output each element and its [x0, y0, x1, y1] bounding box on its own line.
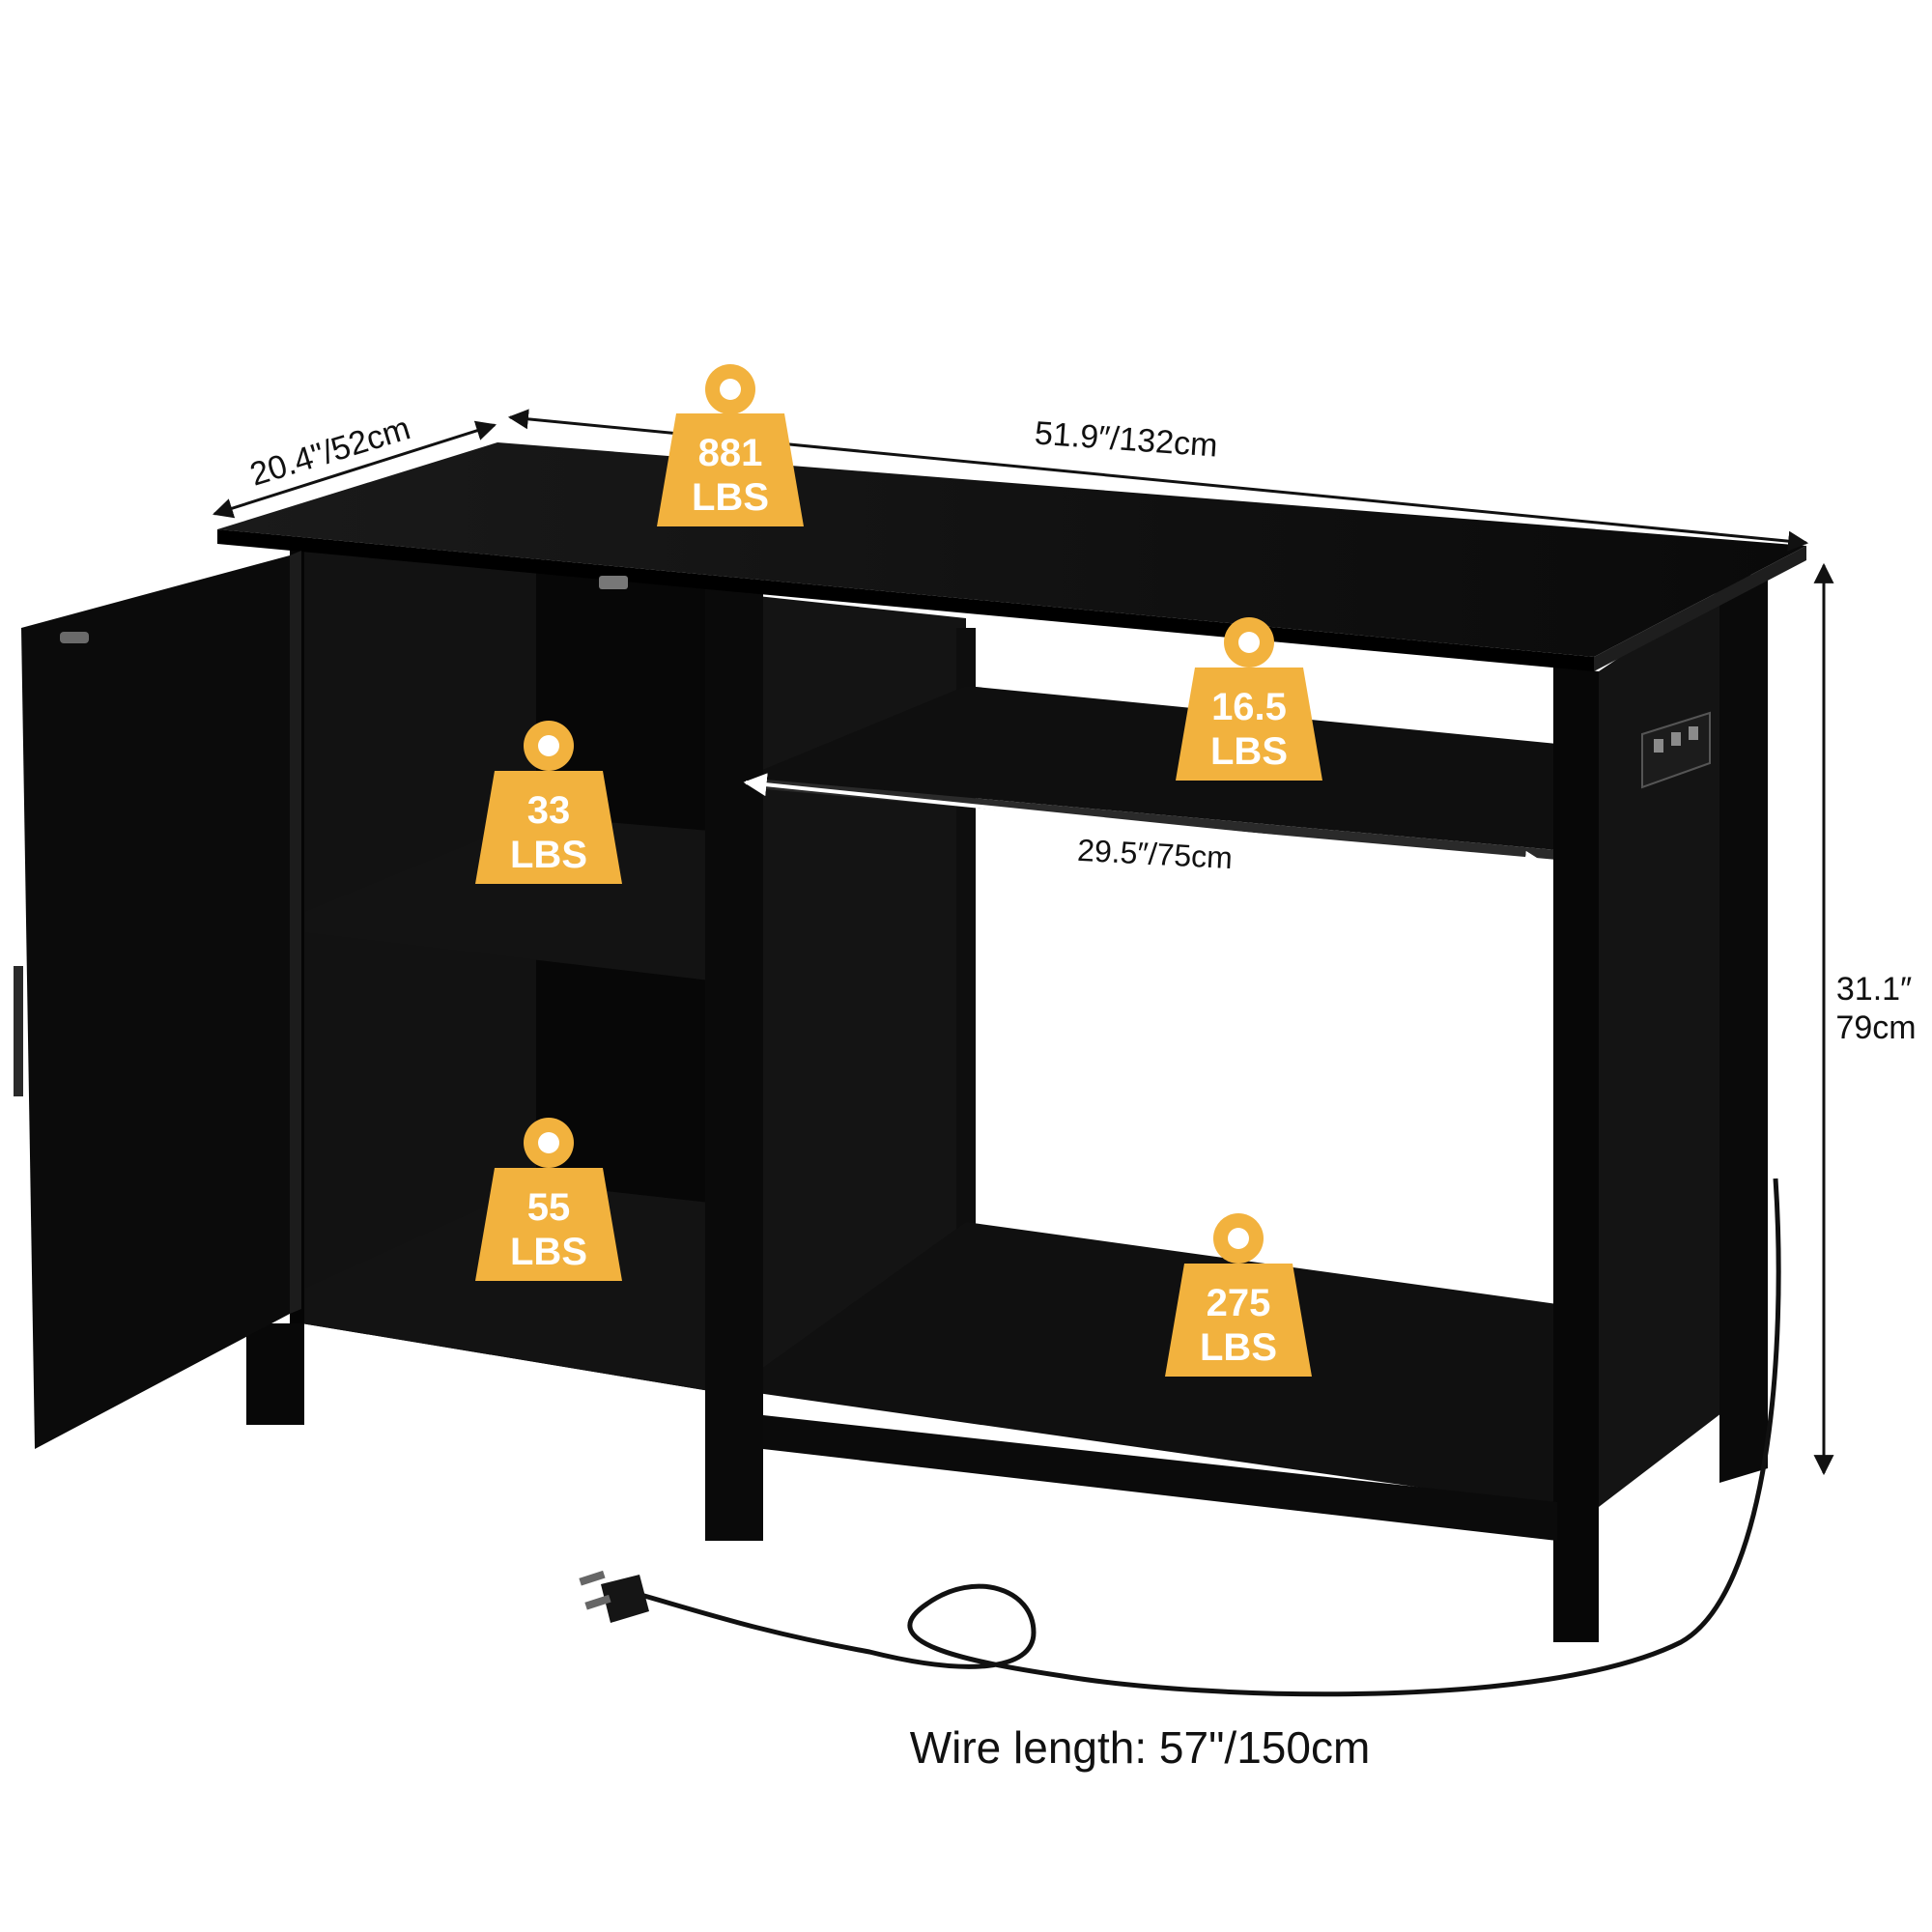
center-divider: [705, 580, 763, 1507]
cabinet-door: [21, 555, 290, 1449]
plug-icon: [579, 1570, 649, 1623]
right-back-post: [1719, 570, 1768, 1483]
latch: [599, 576, 628, 589]
shelf-width-label: 29.5″/75cm: [1076, 833, 1233, 875]
door-hinge: [60, 632, 89, 643]
right-side-panel: [1599, 570, 1750, 1507]
tabletop-side-edge: [1594, 546, 1806, 671]
weight-unit-upper-left: LBS: [510, 834, 587, 876]
height-label-cm: 79cm: [1835, 1009, 1916, 1046]
weight-badge-upper-right: 16.5 LBS: [1176, 617, 1322, 781]
bottom-right-shelf: [744, 1222, 1557, 1507]
door-handle: [14, 966, 23, 1096]
cabinet-door-edge: [290, 551, 301, 1314]
power-outlet-strip: [1641, 711, 1711, 789]
shelf-width-arrow: [743, 773, 1548, 874]
height-label-inches: 31.1″: [1836, 971, 1912, 1008]
weight-value-upper-left: 33: [527, 789, 571, 832]
wire-length-label: Wire length: 57"/150cm: [910, 1722, 1371, 1773]
weight-unit-bottom-right: LBS: [1200, 1326, 1277, 1369]
weight-value-lower-left: 55: [527, 1186, 571, 1229]
depth-arrow: [212, 420, 497, 519]
weight-badge-bottom-right: 275 LBS: [1165, 1213, 1312, 1377]
width-label: 51.9″/132cm: [1034, 414, 1219, 464]
weight-unit-top: LBS: [692, 476, 769, 519]
right-front-post: [1553, 667, 1599, 1642]
weight-badge-lower-left: 55 LBS: [475, 1118, 622, 1281]
weight-value-upper-right: 16.5: [1211, 686, 1287, 728]
bottom-stretcher: [763, 1415, 1557, 1541]
weight-value-bottom-right: 275: [1207, 1282, 1271, 1324]
weight-badge-top: 881 LBS: [657, 364, 804, 526]
cabinet: [14, 442, 1806, 1642]
center-leg: [705, 1420, 763, 1541]
weight-unit-lower-left: LBS: [510, 1231, 587, 1273]
left-leg: [246, 1323, 304, 1425]
weight-value-top: 881: [698, 432, 763, 474]
weight-unit-upper-right: LBS: [1210, 730, 1288, 773]
weight-badge-upper-left: 33 LBS: [475, 721, 622, 884]
power-cord: [579, 1178, 1781, 1697]
